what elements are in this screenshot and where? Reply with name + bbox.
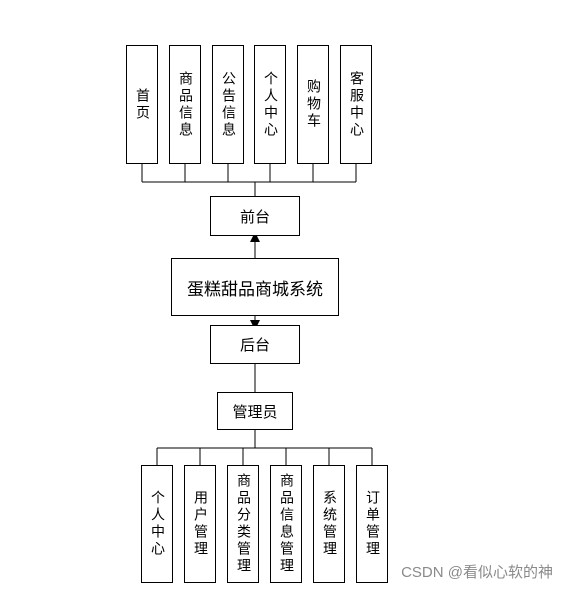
admin-module-6: 订单管理 bbox=[356, 465, 388, 583]
front-module-label: 购物车 bbox=[305, 79, 321, 130]
front-box: 前台 bbox=[210, 196, 300, 236]
admin-module-1: 个人中心 bbox=[141, 465, 173, 583]
front-module-6: 客服中心 bbox=[340, 45, 372, 164]
csdn-watermark: CSDN @看似心软的神 bbox=[401, 564, 553, 581]
front-module-label: 公告信息 bbox=[220, 70, 236, 139]
back-label: 后台 bbox=[239, 336, 270, 354]
front-module-5: 购物车 bbox=[297, 45, 329, 164]
admin-module-label: 商品信息管理 bbox=[278, 473, 294, 575]
admin-module-4: 商品信息管理 bbox=[270, 465, 302, 583]
admin-module-label: 个人中心 bbox=[149, 490, 165, 558]
front-module-label: 个人中心 bbox=[262, 70, 278, 139]
admin-module-label: 商品分类管理 bbox=[235, 473, 251, 575]
back-box: 后台 bbox=[210, 325, 300, 364]
front-module-4: 个人中心 bbox=[254, 45, 286, 164]
front-module-3: 公告信息 bbox=[212, 45, 244, 164]
front-module-label: 客服中心 bbox=[348, 70, 364, 139]
admin-label: 管理员 bbox=[232, 402, 278, 421]
system-box: 蛋糕甜品商城系统 bbox=[171, 258, 339, 316]
front-module-label: 首页 bbox=[134, 87, 150, 122]
front-label: 前台 bbox=[239, 207, 270, 226]
front-module-label: 商品信息 bbox=[177, 70, 193, 139]
admin-module-3: 商品分类管理 bbox=[227, 465, 259, 583]
system-name: 蛋糕甜品商城系统 bbox=[187, 279, 323, 300]
admin-box: 管理员 bbox=[217, 392, 293, 430]
admin-module-label: 用户管理 bbox=[192, 490, 208, 558]
front-module-2: 商品信息 bbox=[169, 45, 201, 164]
admin-module-label: 订单管理 bbox=[364, 490, 380, 558]
admin-module-5: 系统管理 bbox=[313, 465, 345, 583]
admin-module-label: 系统管理 bbox=[321, 490, 337, 558]
front-module-1: 首页 bbox=[126, 45, 158, 164]
admin-module-2: 用户管理 bbox=[184, 465, 216, 583]
